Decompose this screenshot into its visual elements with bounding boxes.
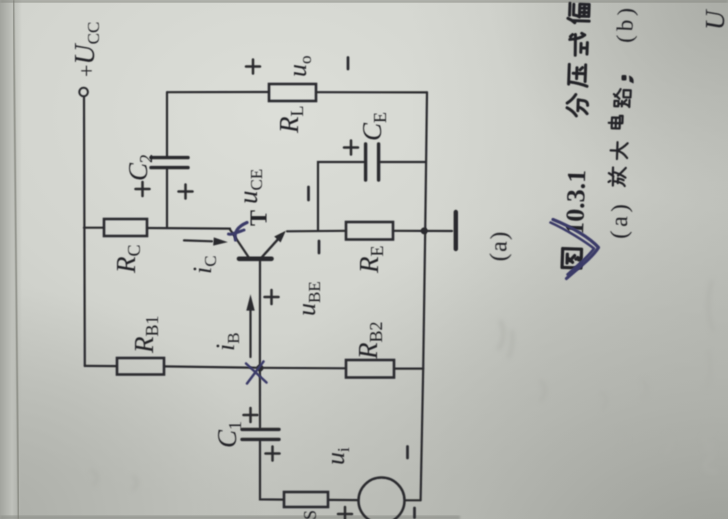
svg-text:T: T [247, 210, 273, 226]
svg-text:(a): (a) [486, 230, 513, 262]
svg-text:(a): (a) [607, 200, 634, 240]
svg-text:U: U [700, 9, 728, 30]
svg-text:+UCC: +UCC [70, 22, 103, 77]
svg-text:S: S [300, 510, 320, 519]
svg-text:(b): (b) [612, 3, 638, 43]
